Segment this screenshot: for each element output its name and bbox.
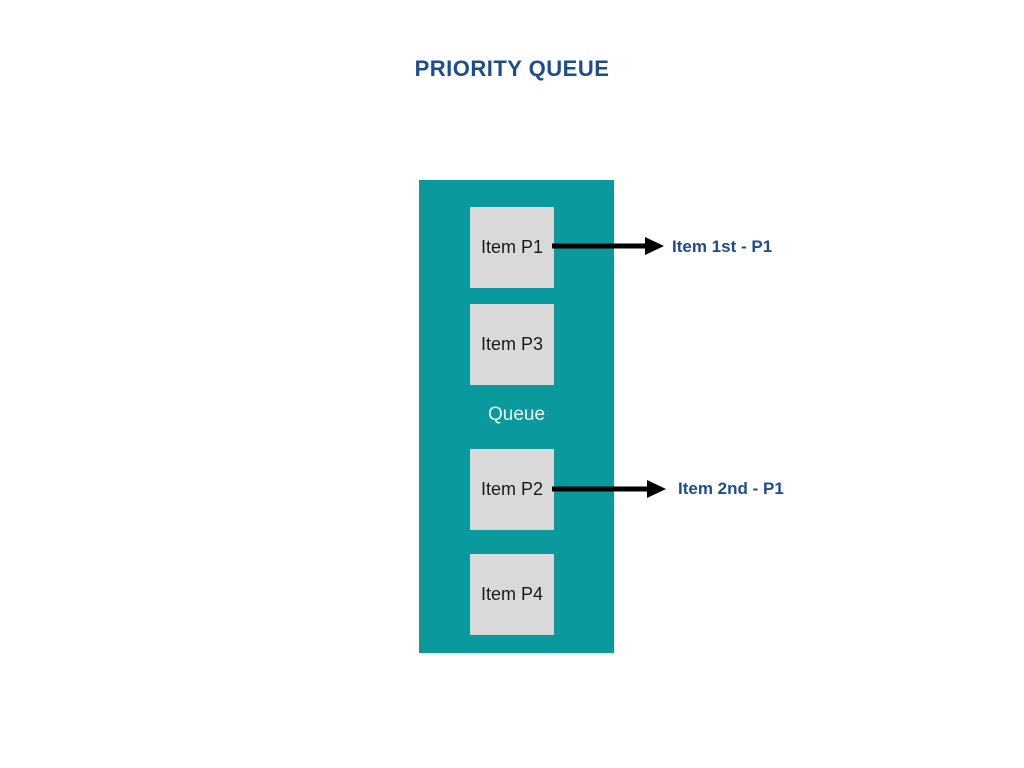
queue-item-p4: Item P4 [470, 554, 554, 635]
annotation-item-1st: Item 1st - P1 [672, 237, 773, 256]
queue-item-label: Item P4 [480, 584, 544, 604]
queue-item-p2: Item P2 [470, 449, 554, 530]
queue-item-p3: Item P3 [470, 304, 554, 385]
arrow-icon [552, 480, 666, 498]
queue-item-label: Item P2 [480, 479, 544, 499]
annotation-item-2nd: Item 2nd - P1 [678, 479, 784, 498]
queue-item-label: Item P3 [480, 334, 544, 354]
queue-container: Item P1 Item P3 Queue Item P2 Item P4 [419, 180, 614, 653]
page-title: PRIORITY QUEUE [414, 56, 610, 81]
arrow-icon [552, 237, 664, 255]
queue-label: Queue [487, 404, 546, 425]
queue-item-label: Item P1 [480, 237, 544, 257]
queue-item-p1: Item P1 [470, 207, 554, 288]
